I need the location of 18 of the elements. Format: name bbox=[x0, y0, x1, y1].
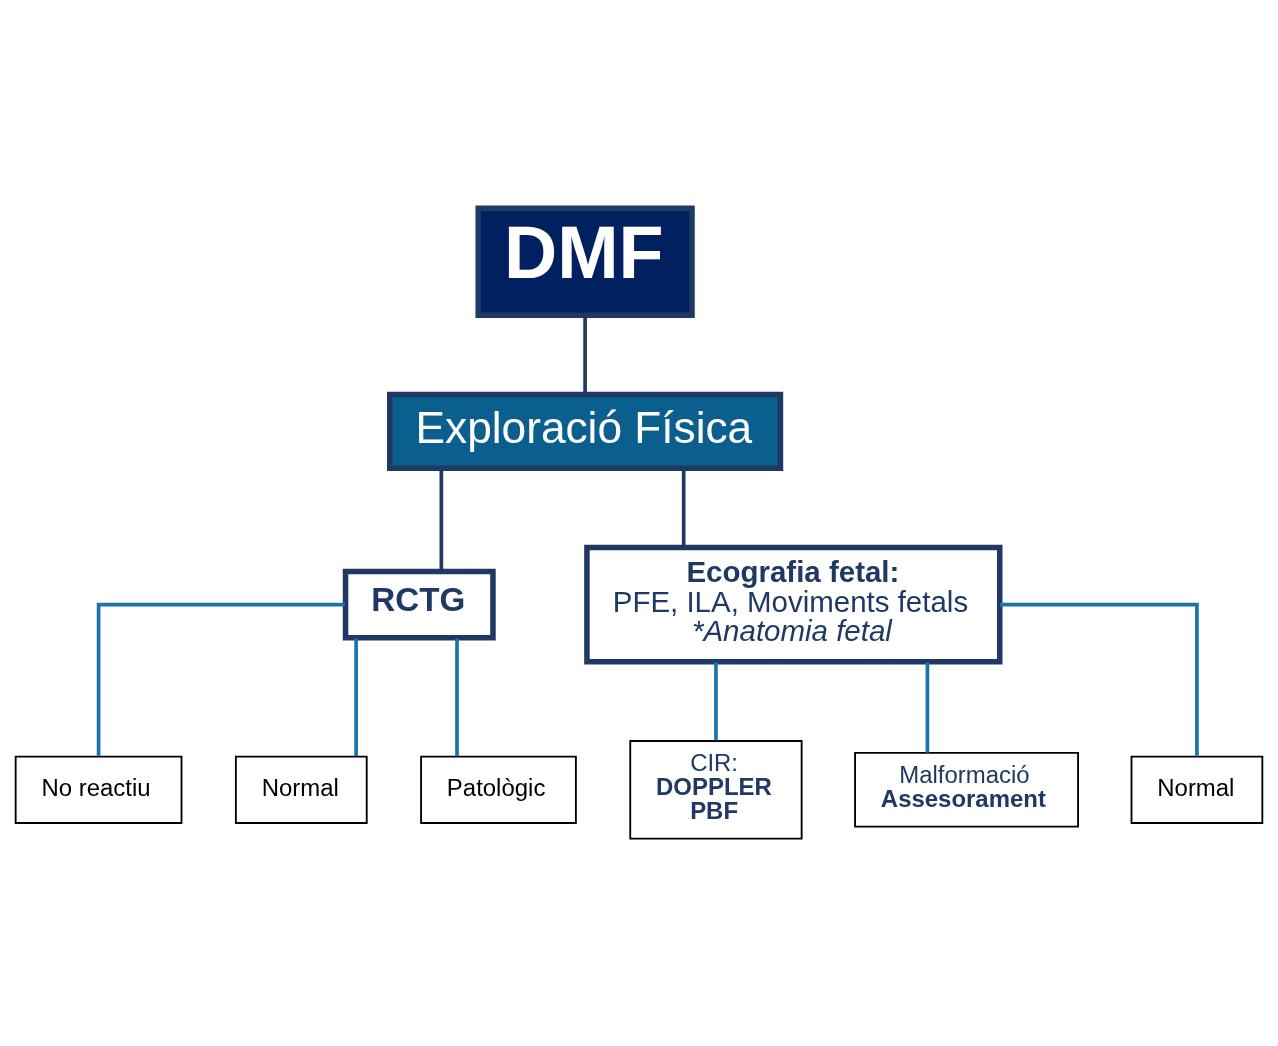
node-box: DMF bbox=[475, 205, 695, 318]
node-box: CIR: DOPPLER PBF bbox=[629, 739, 803, 840]
connector bbox=[96, 602, 345, 756]
node-box: Malformació Assesorament bbox=[854, 751, 1079, 828]
node-box: Ecografia fetal: PFE, ILA, Moviments fetals *Anatomia fetal bbox=[584, 544, 1003, 664]
node-box: Exploració Física bbox=[387, 391, 784, 471]
node-box: No reactiu bbox=[14, 755, 183, 824]
node-box: Patològic bbox=[420, 755, 577, 824]
connector bbox=[455, 638, 459, 756]
connector bbox=[439, 468, 444, 571]
node-box: RCTG bbox=[342, 568, 496, 641]
connector bbox=[999, 602, 1199, 756]
node-box: Normal bbox=[1130, 755, 1264, 824]
connector bbox=[714, 661, 718, 740]
connector bbox=[681, 468, 686, 547]
node-box: Normal bbox=[234, 755, 368, 824]
connector bbox=[925, 661, 930, 753]
connector bbox=[354, 638, 358, 756]
